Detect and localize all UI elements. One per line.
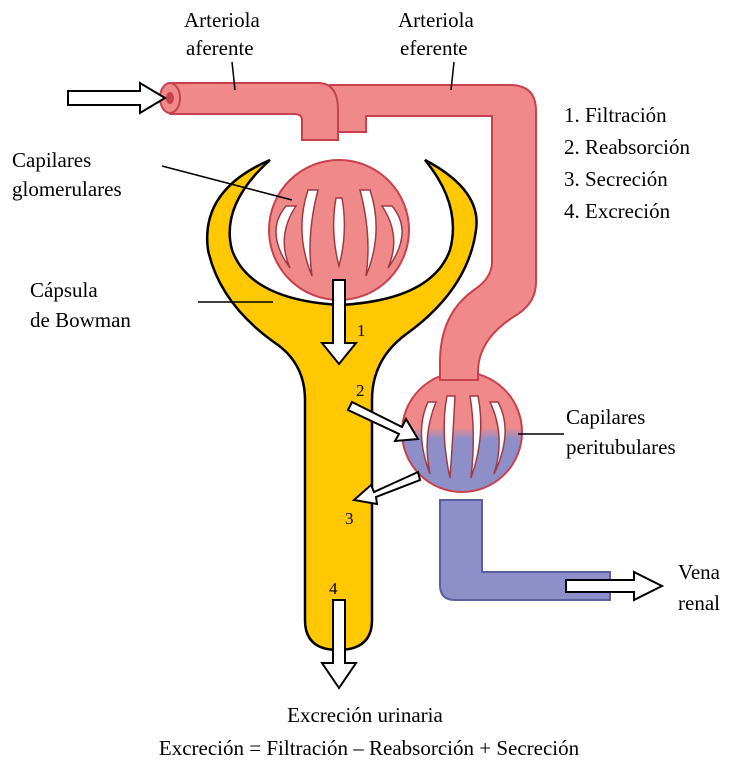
- glomerular-capillaries-label: Capilares: [12, 148, 91, 172]
- glomerular-capillaries-label-2: glomerulares: [12, 177, 122, 201]
- urinary-excretion-caption: Excreción urinaria: [287, 703, 443, 727]
- process-legend: 1. Filtración 2. Reabsorción 3. Secreció…: [564, 103, 690, 223]
- excretion-equation: Excreción = Filtración – Reabsorción + S…: [159, 736, 580, 760]
- peritubular-capillaries-label: Capilares: [566, 405, 645, 429]
- step-number-1: 1: [357, 321, 366, 340]
- afferent-arteriole: [170, 83, 338, 140]
- afferent-arteriole-label: Arteriola: [184, 8, 260, 32]
- afferent-inflow-arrow: [68, 83, 165, 113]
- renal-vein-label: Vena: [678, 560, 721, 584]
- step-number-4: 4: [329, 579, 338, 598]
- legend-item-secretion: 3. Secreción: [564, 167, 668, 191]
- legend-item-filtration: 1. Filtración: [564, 103, 667, 127]
- bowman-capsule-label: Cápsula: [30, 278, 98, 302]
- legend-item-excretion: 4. Excreción: [564, 199, 671, 223]
- renal-vein-label-2: renal: [678, 591, 720, 615]
- bowman-capsule-label-2: de Bowman: [30, 308, 131, 332]
- legend-item-reabsorption: 2. Reabsorción: [564, 135, 690, 159]
- afferent-arteriole-lumen: [166, 92, 174, 104]
- step-number-2: 2: [356, 381, 365, 400]
- efferent-arteriole-label: Arteriola: [398, 8, 474, 32]
- peritubular-capillaries-label-2: peritubulares: [566, 435, 676, 459]
- afferent-arteriole-label-2: aferente: [186, 36, 254, 60]
- efferent-arteriole-label-2: eferente: [400, 36, 468, 60]
- step-number-3: 3: [345, 509, 354, 528]
